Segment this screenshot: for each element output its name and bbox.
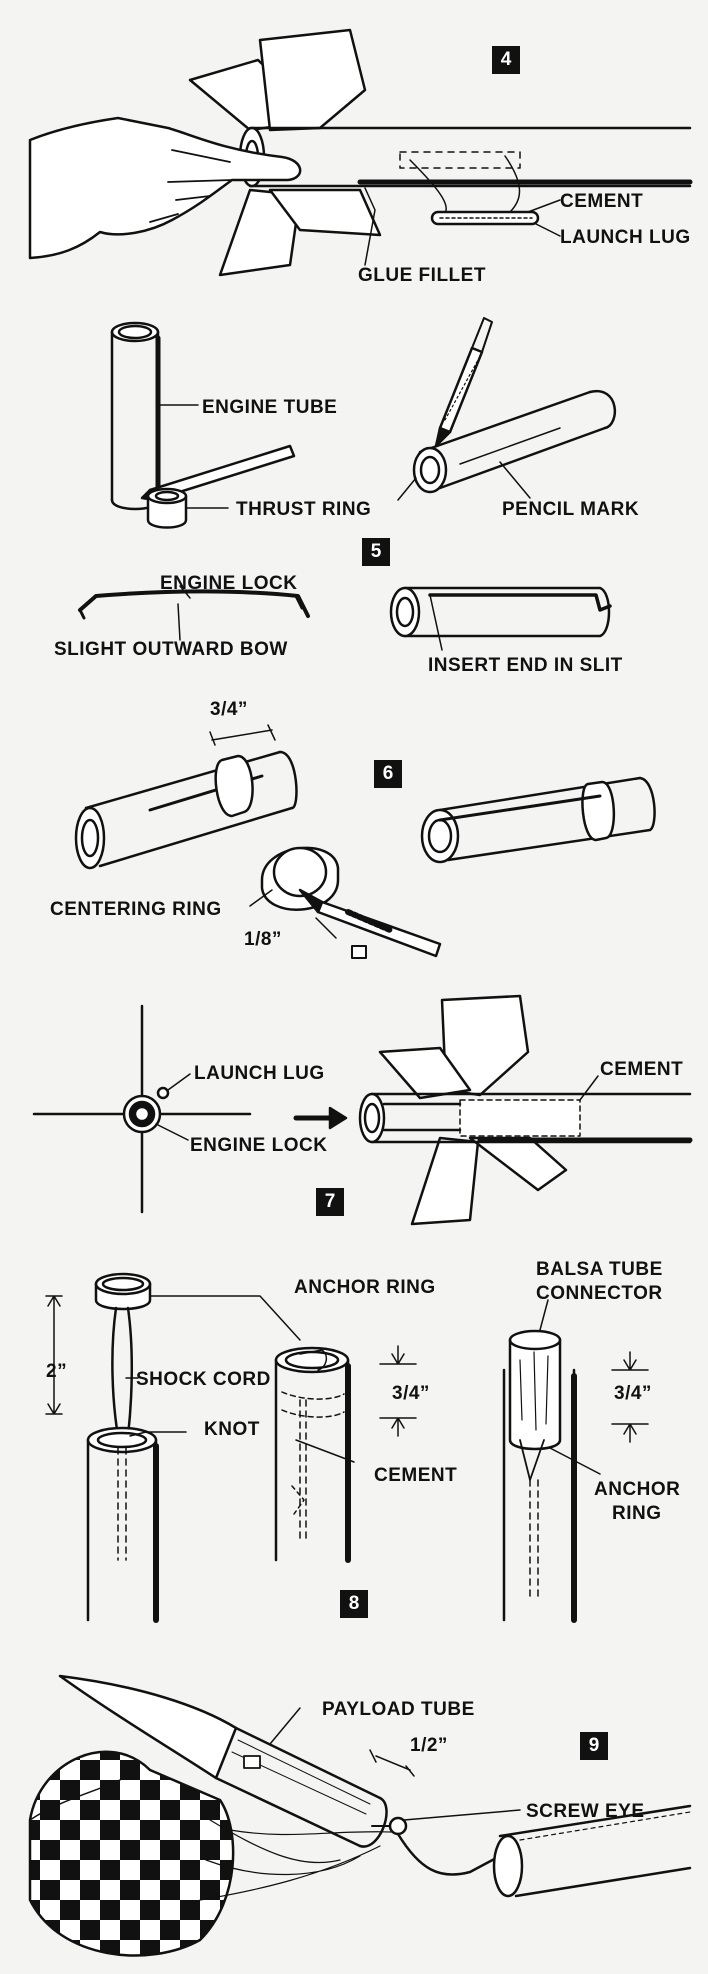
engine-mount-right (438, 776, 652, 862)
thrust-ring-part (146, 494, 188, 529)
step8-illustration (45, 1272, 649, 1623)
body-tube-middle (274, 1358, 350, 1562)
label-insert-end-in-slit: INSERT END IN SLIT (428, 655, 623, 676)
label-dim-three-quarter: 3/4” (210, 699, 248, 720)
engine-tube-vertical (110, 330, 160, 502)
step6-illustration (74, 724, 656, 959)
label-shock-cord: SHOCK CORD (136, 1369, 271, 1390)
fin-lower-right (268, 188, 382, 237)
engine-mount-inside (459, 1099, 581, 1137)
engine-lock-bow (78, 589, 310, 618)
engine-tube-with-lock (403, 586, 602, 638)
notch-cutout (351, 945, 367, 959)
body-tube-left (86, 1438, 158, 1622)
label-glue-fillet: GLUE FILLET (358, 265, 486, 286)
label-dim-three-quarter-mid: 3/4” (392, 1383, 430, 1404)
step9-illustration (28, 1674, 692, 1957)
label-cement: CEMENT (560, 191, 644, 212)
label-dim-three-quarter-right: 3/4” (614, 1383, 652, 1404)
step-number-9: 9 (580, 1732, 608, 1760)
label-dim-two-inch: 2” (46, 1361, 68, 1382)
step-number-8: 8 (340, 1590, 368, 1618)
label-centering-ring: CENTERING RING (50, 899, 222, 920)
label-slight-outward-bow: SLIGHT OUTWARD BOW (54, 639, 288, 660)
label-cement-step8: CEMENT (374, 1465, 458, 1486)
centering-ring-on-mount (214, 754, 254, 818)
body-tube-step9 (498, 1804, 692, 1898)
hobby-knife (438, 346, 484, 434)
shock-cord-step9 (396, 1832, 502, 1876)
parachute-checkered (28, 1750, 235, 1957)
label-pencil-mark: PENCIL MARK (502, 499, 640, 520)
label-engine-lock-step7: ENGINE LOCK (190, 1135, 328, 1156)
label-anchor: ANCHOR (594, 1479, 681, 1500)
fin-cross-view (32, 1004, 252, 1214)
label-knot: KNOT (204, 1419, 260, 1440)
centering-ring-right (581, 780, 616, 842)
hand (28, 116, 302, 260)
payload-tube (214, 1726, 382, 1848)
label-payload-tube: PAYLOAD TUBE (322, 1699, 475, 1720)
fin-upper (258, 28, 367, 132)
label-engine-lock: ENGINE LOCK (160, 573, 298, 594)
step-number-6: 6 (374, 760, 402, 788)
label-balsa-tube: BALSA TUBE (536, 1259, 663, 1280)
label-ring: RING (612, 1503, 662, 1524)
label-anchor-ring: ANCHOR RING (294, 1277, 436, 1298)
label-thrust-ring: THRUST RING (236, 499, 372, 520)
label-engine-tube: ENGINE TUBE (202, 397, 338, 418)
engine-mount-left (84, 750, 294, 868)
step-number-7: 7 (316, 1188, 344, 1216)
step-number-5: 5 (362, 538, 390, 566)
step4-illustration (28, 28, 693, 277)
label-dim-one-half: 1/2” (410, 1735, 448, 1756)
engine-tube-horizontal (418, 390, 607, 490)
label-launch-lug: LAUNCH LUG (560, 227, 691, 248)
label-cement-step7: CEMENT (600, 1059, 684, 1080)
label-dim-one-eighth: 1/8” (244, 929, 282, 950)
step7-illustration (32, 994, 693, 1226)
label-connector: CONNECTOR (536, 1283, 663, 1304)
body-tube-step4 (248, 126, 692, 188)
nose-cone (58, 1674, 238, 1780)
shock-cord (111, 1306, 134, 1438)
knife-step6 (316, 900, 442, 958)
step-number-4: 4 (492, 46, 520, 74)
label-screw-eye: SCREW EYE (526, 1801, 645, 1822)
label-launch-lug-step7: LAUNCH LUG (194, 1063, 325, 1084)
step5-illustration (78, 317, 617, 651)
